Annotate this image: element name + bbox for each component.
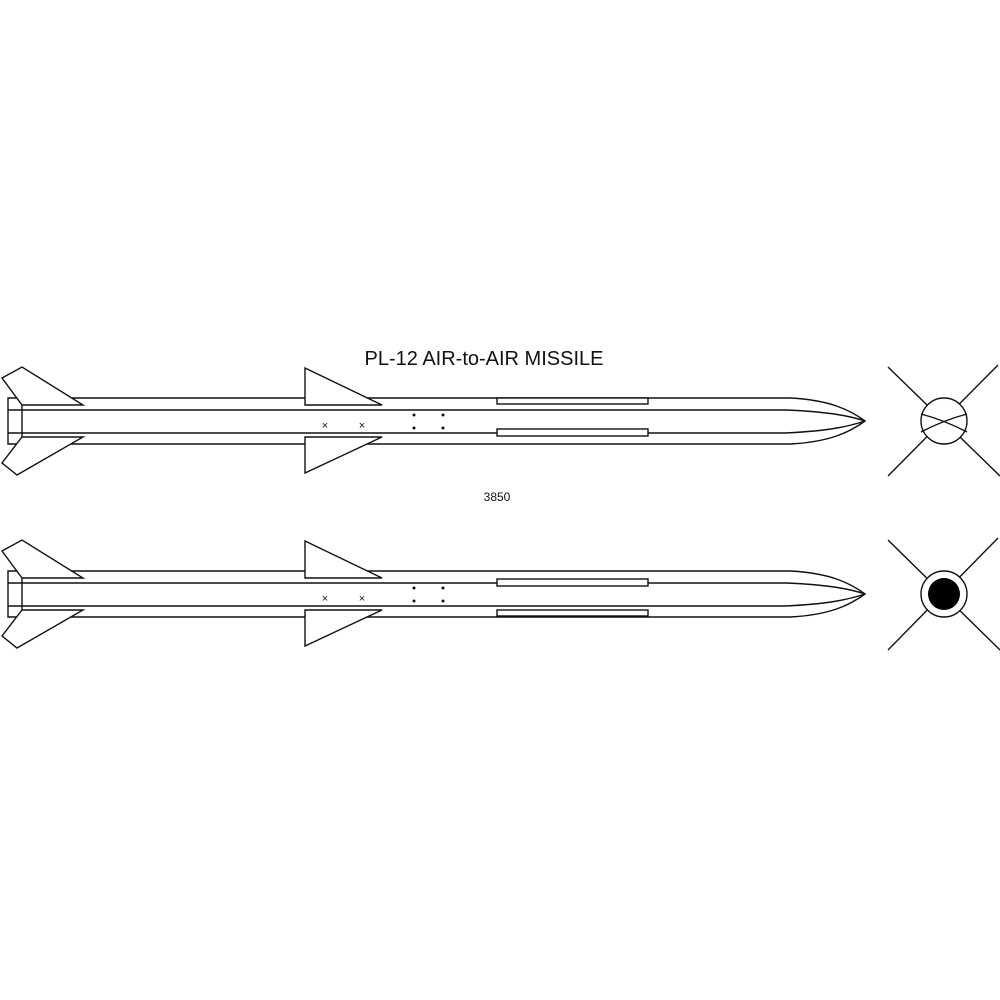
dimension-label: 3850 (484, 490, 511, 504)
drawing-title: PL-12 AIR-to-AIR MISSILE (365, 348, 604, 370)
lower-strip (496, 609, 649, 617)
end-view-dot (887, 537, 1000, 651)
lower-strip (496, 428, 649, 437)
upper-strip (496, 578, 649, 587)
missile-side-view-upper (1, 366, 866, 476)
missile-side-view-lower (1, 539, 866, 649)
upper-strip (496, 397, 649, 405)
end-view-cross (887, 364, 1000, 477)
